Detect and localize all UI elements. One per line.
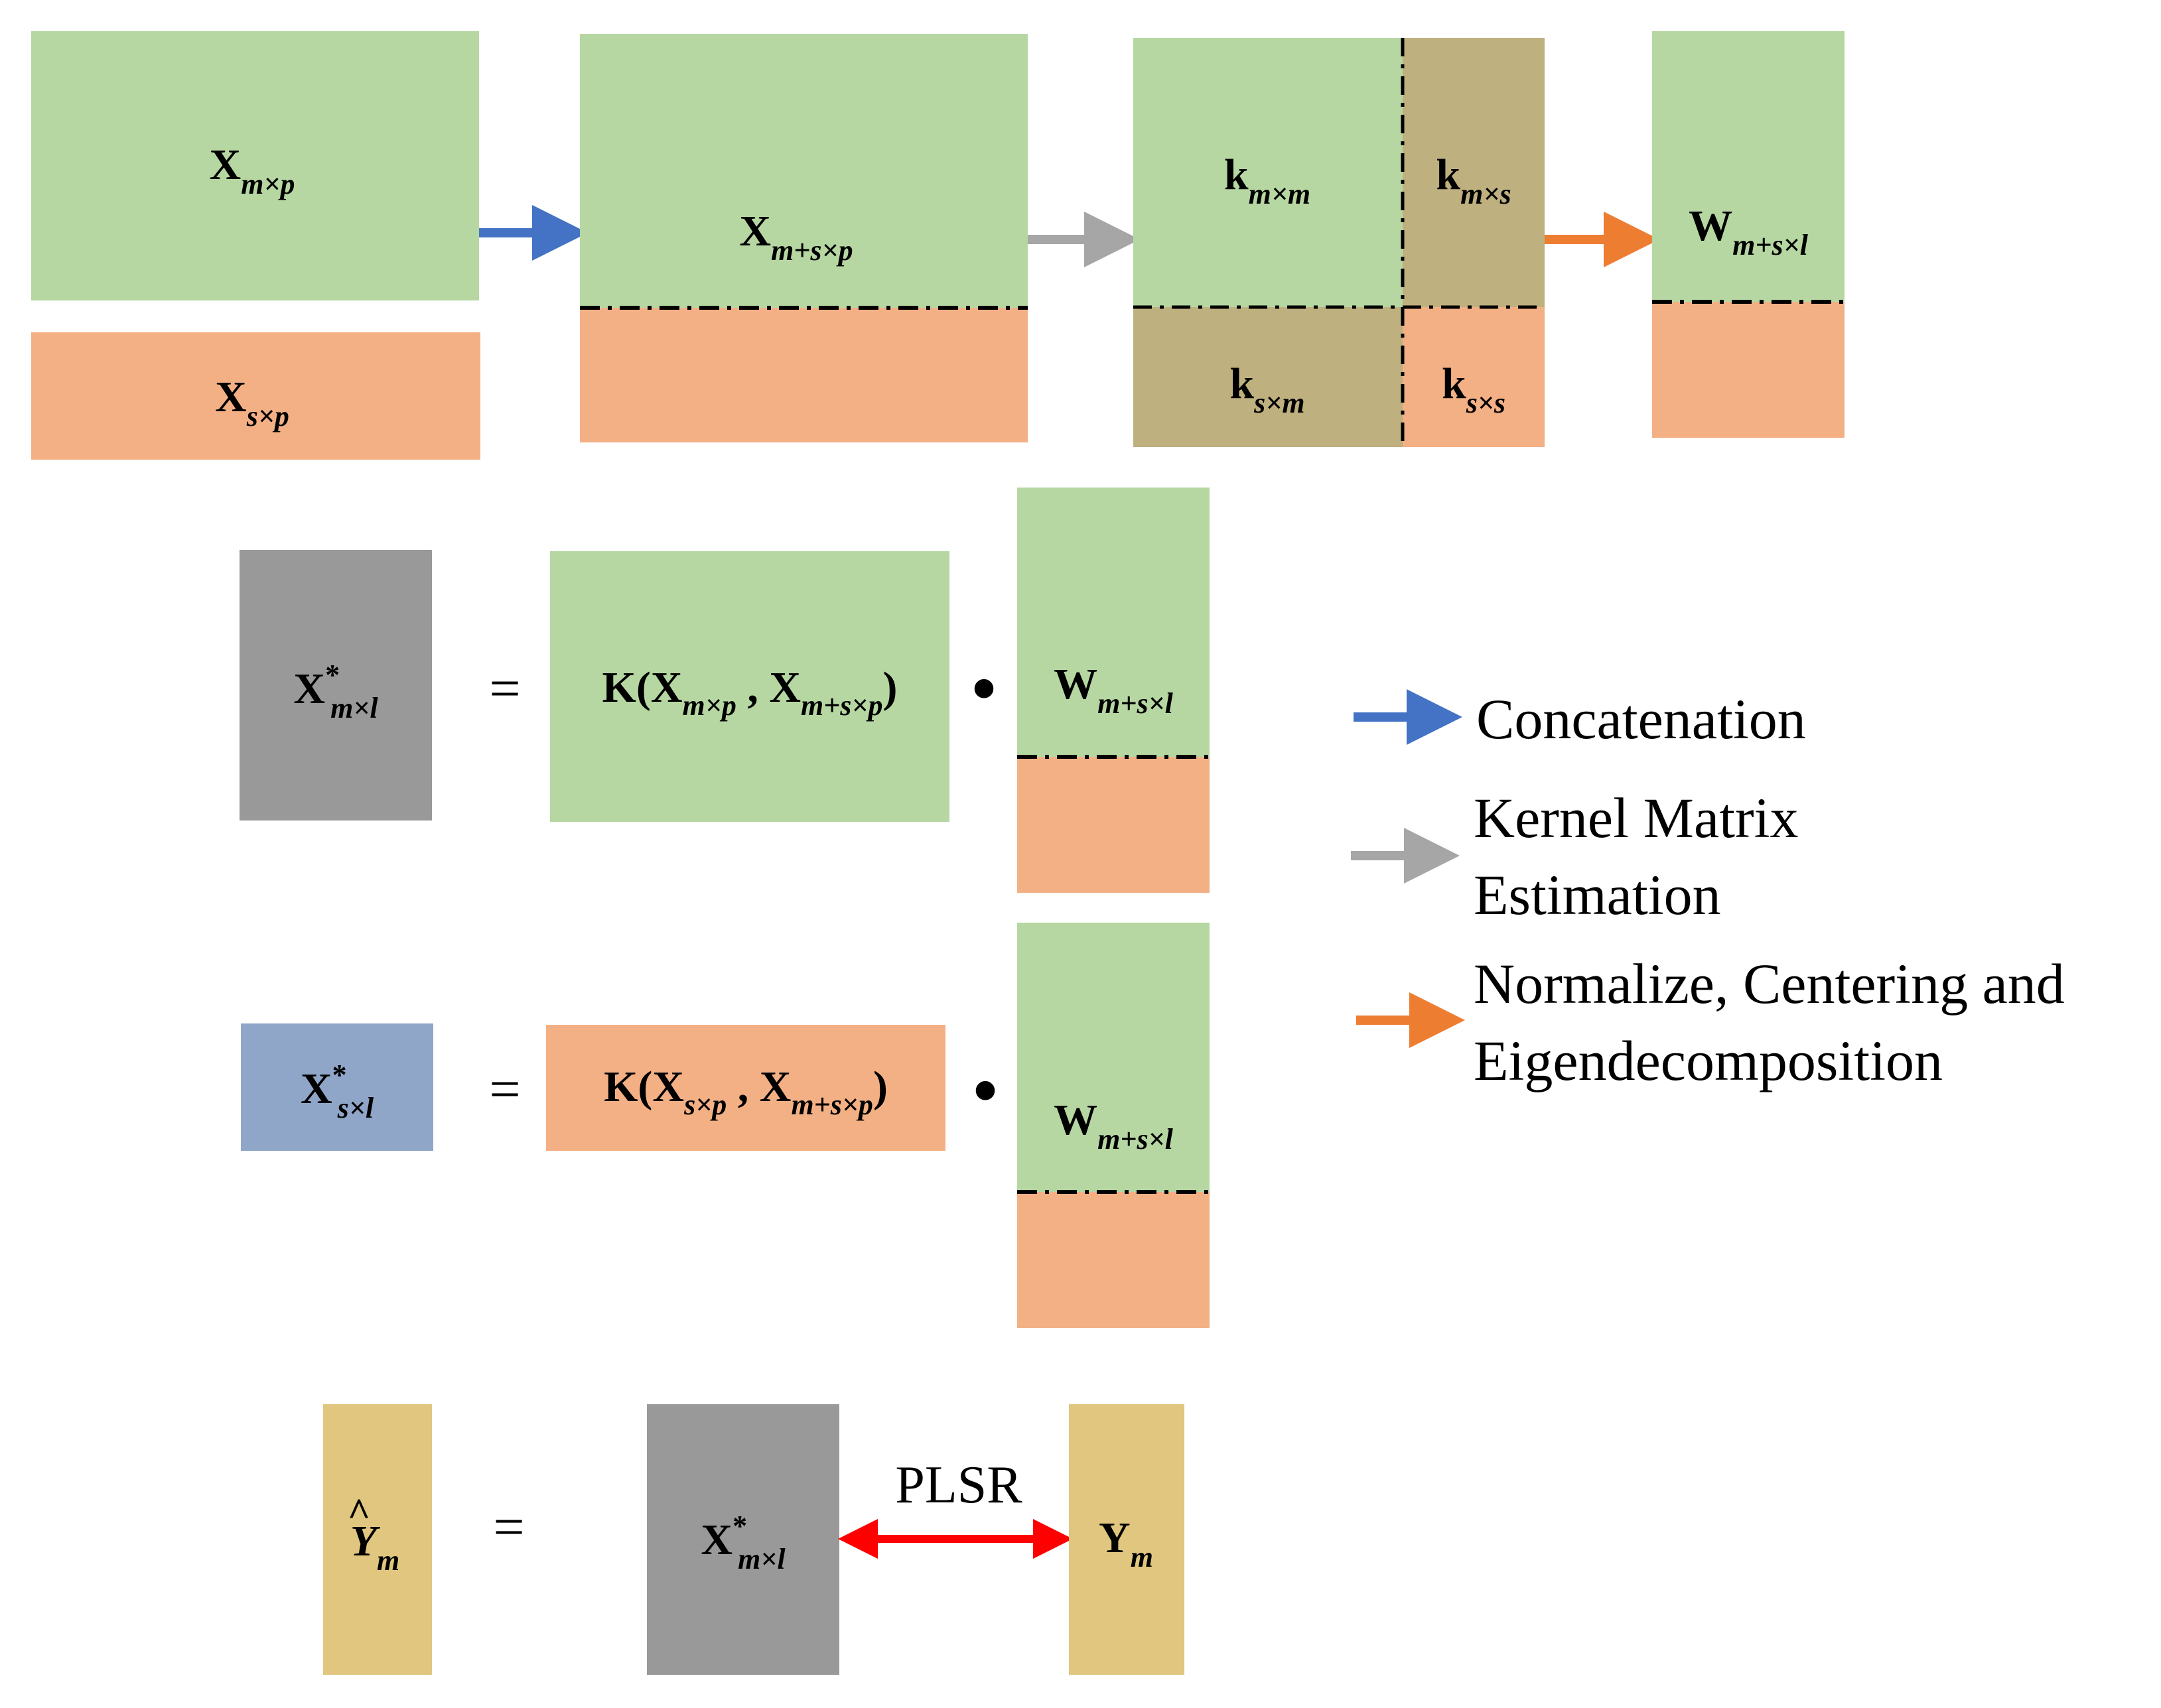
eq2-kernel-label: K(Xs×p , Xm+s×p) <box>604 1063 888 1121</box>
kernel-k-ss-label: ks×s <box>1442 360 1505 419</box>
eq1-lhs-box <box>240 550 432 821</box>
kernel-k-ms-box <box>1403 38 1545 307</box>
eq1-kernel-label: K(Xm×p , Xm+s×p) <box>602 663 898 722</box>
eq1-w-orange <box>1017 757 1210 893</box>
matrix-x-s-label: Xs×p <box>215 373 289 432</box>
matrix-w-top-label: Wm+s×l <box>1689 202 1808 261</box>
kernel-k-ss-box <box>1403 307 1545 447</box>
eq1-dot: • <box>970 644 998 732</box>
legend-normalize-text-1: Normalize, Centering and <box>1474 952 2065 1016</box>
eq2-lhs-label: X*s×l <box>301 1059 374 1124</box>
matrix-x-m-box <box>31 31 479 300</box>
matrix-x-s-box <box>31 332 480 460</box>
eq2-lhs-box <box>241 1023 433 1151</box>
eq2-w-green <box>1017 923 1210 1192</box>
eq3-y-label: Ym <box>1099 1514 1153 1573</box>
eq2-dot: • <box>971 1046 999 1134</box>
kernel-k-sm-label: ks×m <box>1229 360 1304 419</box>
kernel-k-sm-box <box>1133 307 1403 447</box>
kernel-k-mm-label: km×m <box>1224 151 1310 210</box>
eq2-kernel-box <box>546 1025 945 1151</box>
eq3-x-box <box>647 1404 839 1675</box>
matrix-x-ms-green <box>580 34 1028 308</box>
matrix-x-m-label: Xm×p <box>210 141 295 200</box>
legend-concat-text: Concatenation <box>1476 687 1806 751</box>
kernel-k-ms-label: km×s <box>1436 151 1511 210</box>
matrix-w-top-green <box>1652 31 1845 302</box>
eq1-w-label: Wm+s×l <box>1054 660 1173 720</box>
eq3-y-box <box>1069 1404 1184 1675</box>
plsr-label: PLSR <box>895 1456 1022 1514</box>
kernel-k-mm-box <box>1133 38 1403 307</box>
eq3-yhat-label: Ym <box>350 1517 400 1577</box>
eq2-w-label: Wm+s×l <box>1054 1096 1173 1155</box>
eq3-x-label: X*m×l <box>701 1510 786 1575</box>
eq3-equals: = <box>493 1496 524 1558</box>
matrix-x-ms-label: Xm+s×p <box>739 207 853 267</box>
eq3-yhat-box <box>323 1404 432 1675</box>
matrix-x-ms-orange <box>580 308 1028 442</box>
legend-kernel-text-1: Kernel Matrix <box>1474 786 1799 850</box>
legend-kernel-text-2: Estimation <box>1474 863 1721 927</box>
eq1-kernel-box <box>550 551 949 822</box>
eq1-equals: = <box>489 658 520 720</box>
eq2-w-orange <box>1017 1192 1210 1328</box>
eq1-lhs-label: X*m×l <box>293 659 378 724</box>
eq1-w-green <box>1017 488 1210 757</box>
eq2-equals: = <box>489 1059 520 1120</box>
legend-normalize-text-2: Eigendecomposition <box>1474 1029 1943 1092</box>
matrix-w-top-orange <box>1652 302 1845 438</box>
eq3-yhat-hat: ^ <box>348 1490 371 1534</box>
